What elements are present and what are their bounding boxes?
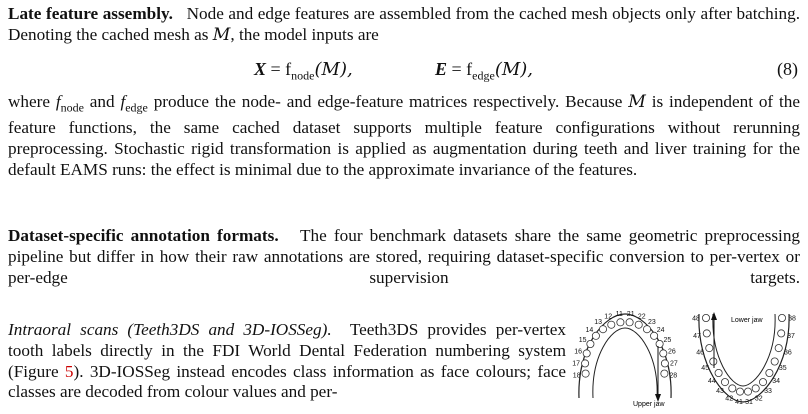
tooth-number-label: 22 bbox=[638, 314, 646, 321]
tooth-number-label: 37 bbox=[787, 333, 795, 340]
tooth-shape bbox=[770, 357, 779, 366]
paragraph-heading: Dataset-specific annotation formats. bbox=[8, 226, 279, 245]
tooth-shape bbox=[581, 369, 590, 378]
tooth-shape bbox=[616, 318, 625, 327]
equation-number: (8) bbox=[777, 59, 798, 79]
tooth-shape bbox=[702, 329, 711, 338]
figure-reference-link[interactable]: 5 bbox=[64, 361, 74, 381]
tooth-number-label: 17 bbox=[572, 360, 580, 367]
paragraph-heading: Late feature assembly. bbox=[8, 4, 173, 23]
tooth-shape bbox=[634, 320, 643, 329]
tooth-number-label: 33 bbox=[764, 388, 772, 395]
tooth-number-label: 38 bbox=[788, 316, 796, 323]
tooth-shape bbox=[625, 318, 634, 327]
tooth-number-label: 46 bbox=[696, 350, 704, 357]
tooth-shape bbox=[582, 349, 591, 358]
tooth-number-label: 25 bbox=[664, 337, 672, 344]
mesh-symbol: M bbox=[628, 92, 646, 112]
tooth-shape bbox=[735, 387, 744, 396]
mesh-symbol: M bbox=[212, 24, 231, 45]
upper-arch-inner-line bbox=[592, 327, 658, 399]
tooth-number-label: 28 bbox=[669, 373, 677, 380]
lower-arch-inner-line bbox=[712, 313, 776, 387]
tooth-shape bbox=[751, 384, 760, 393]
tooth-shape bbox=[774, 344, 783, 353]
tooth-shape bbox=[758, 378, 767, 387]
tooth-shape bbox=[728, 384, 737, 393]
tooth-shape bbox=[777, 329, 786, 338]
tooth-shape bbox=[777, 313, 786, 322]
tooth-shape bbox=[714, 369, 723, 378]
tooth-number-label: 26 bbox=[668, 348, 676, 355]
tooth-number-label: 27 bbox=[670, 360, 678, 367]
tooth-number-label: 31 bbox=[745, 399, 753, 406]
tooth-number-label: 45 bbox=[701, 365, 709, 372]
tooth-number-label: 11 bbox=[616, 311, 623, 318]
tooth-shape bbox=[743, 387, 752, 396]
paragraph-late-feature-assembly: Late feature assembly. Node and edge fea… bbox=[8, 4, 801, 45]
equation-node-part: X = fnode(M), bbox=[254, 59, 353, 83]
tooth-number-label: 16 bbox=[574, 348, 582, 355]
tooth-shape bbox=[765, 369, 774, 378]
equation-edge-part: E = fedge(M), bbox=[435, 59, 534, 83]
tooth-shape bbox=[643, 325, 652, 334]
tooth-number-label: 32 bbox=[755, 395, 763, 402]
tooth-number-label: 18 bbox=[573, 373, 581, 380]
lower-jaw-label: Lower jaw bbox=[731, 317, 763, 324]
equation-8: X = fnode(M), E = fedge(M), (8) bbox=[8, 59, 800, 83]
tooth-number-label: 47 bbox=[693, 333, 701, 340]
tooth-shape bbox=[705, 344, 714, 353]
upper-jaw-label: Upper jaw bbox=[633, 401, 665, 408]
tooth-shape bbox=[655, 340, 664, 349]
tooth-number-label: 24 bbox=[657, 327, 665, 334]
tooth-number-label: 34 bbox=[772, 378, 780, 385]
tooth-shape bbox=[591, 331, 600, 340]
paragraph-annotation-formats: Dataset-specific annotation formats. The… bbox=[8, 226, 801, 287]
tooth-shape bbox=[701, 313, 710, 322]
tooth-number-label: 21 bbox=[627, 311, 635, 318]
tooth-number-label: 15 bbox=[579, 337, 587, 344]
tooth-shape bbox=[660, 369, 669, 378]
tooth-shape bbox=[660, 359, 669, 368]
paragraph-intraoral-scans: Intraoral scans (Teeth3DS and 3D-IOSSeg)… bbox=[8, 320, 566, 402]
tooth-number-label: 42 bbox=[725, 395, 733, 402]
tooth-number-label: 14 bbox=[586, 327, 594, 334]
tooth-number-label: 44 bbox=[708, 378, 716, 385]
tooth-shape bbox=[586, 340, 595, 349]
tooth-number-label: 43 bbox=[716, 388, 724, 395]
lower-arch-line bbox=[698, 313, 790, 403]
tooth-shape bbox=[659, 349, 668, 358]
tooth-shape bbox=[709, 357, 718, 366]
tooth-shape bbox=[607, 320, 616, 329]
tooth-number-label: 23 bbox=[648, 319, 656, 326]
tooth-number-label: 12 bbox=[604, 314, 612, 321]
tooth-number-label: 13 bbox=[594, 319, 602, 326]
tooth-shape bbox=[599, 325, 608, 334]
paragraph-heading: Intraoral scans (Teeth3DS and 3D-IOSSeg)… bbox=[8, 320, 332, 339]
paragraph-feature-functions: where fnode and fedge produce the node- … bbox=[8, 92, 800, 179]
lower-arrowhead-icon bbox=[711, 312, 717, 320]
upper-arrowhead-icon bbox=[655, 394, 661, 402]
tooth-shape bbox=[720, 378, 729, 387]
tooth-number-label: 41 bbox=[735, 399, 743, 406]
tooth-number-label: 36 bbox=[784, 350, 792, 357]
tooth-shape bbox=[650, 331, 659, 340]
tooth-number-label: 48 bbox=[692, 316, 700, 323]
tooth-shape bbox=[581, 359, 590, 368]
tooth-number-label: 35 bbox=[779, 365, 787, 372]
